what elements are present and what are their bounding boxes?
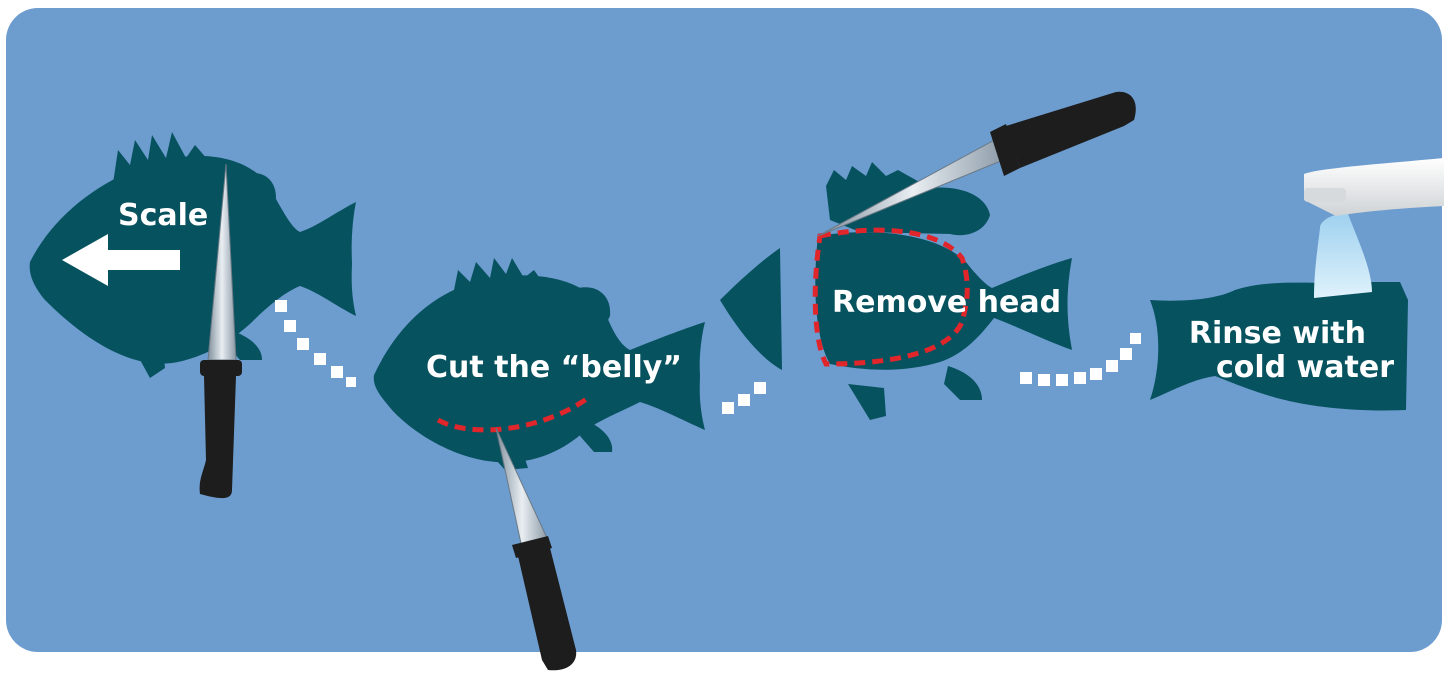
step-label-remove-head: Remove head (832, 285, 1061, 320)
step-label-rinse-line-2: cold water (1216, 350, 1394, 385)
step-label-rinse: Rinse with (1189, 316, 1366, 351)
step-label-scale: Scale (118, 198, 208, 233)
step-label-cut-belly: Cut the “belly” (426, 350, 682, 385)
